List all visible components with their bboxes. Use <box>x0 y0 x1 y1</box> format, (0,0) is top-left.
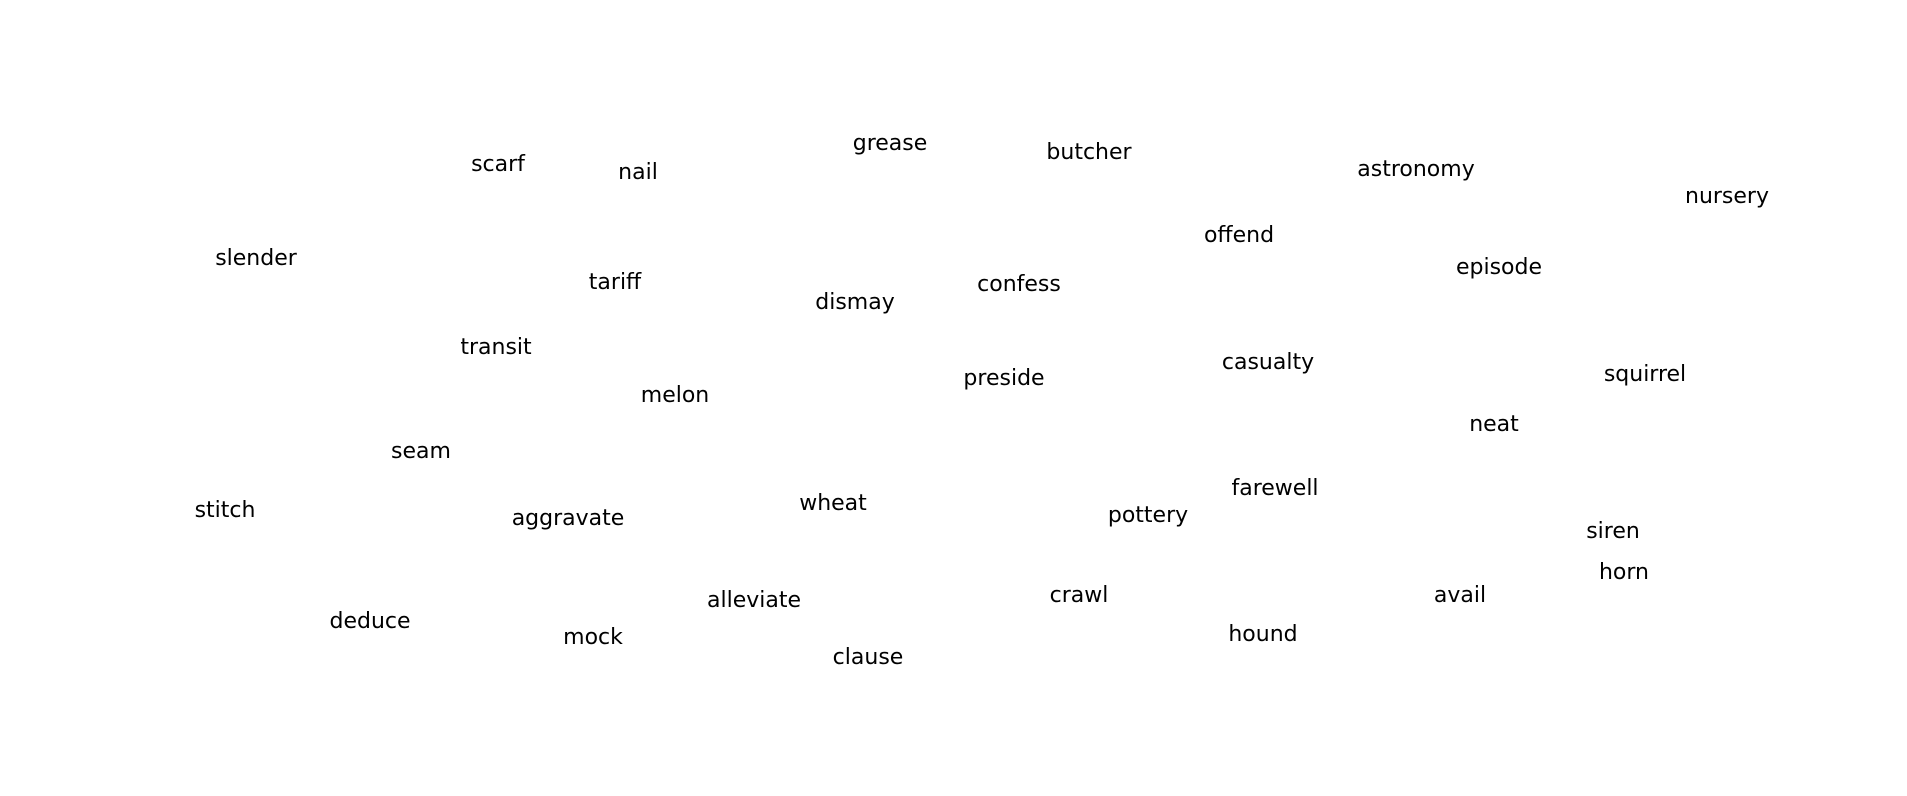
word-dismay: dismay <box>815 290 895 315</box>
word-grease: grease <box>852 131 928 156</box>
word-butcher: butcher <box>1046 140 1132 165</box>
word-crawl: crawl <box>1049 583 1109 608</box>
word-avail: avail <box>1433 583 1487 608</box>
word-deduce: deduce <box>329 609 411 634</box>
word-preside: preside <box>963 366 1045 391</box>
word-confess: confess <box>977 272 1061 297</box>
word-alleviate: alleviate <box>706 588 802 613</box>
word-neat: neat <box>1469 412 1519 437</box>
word-tariff: tariff <box>588 270 642 295</box>
word-episode: episode <box>1455 255 1543 280</box>
word-transit: transit <box>460 335 532 360</box>
word-clause: clause <box>832 645 904 670</box>
word-siren: siren <box>1586 519 1640 544</box>
word-squirrel: squirrel <box>1603 362 1687 387</box>
word-farewell: farewell <box>1231 476 1319 501</box>
word-pottery: pottery <box>1107 503 1189 528</box>
word-melon: melon <box>640 383 710 408</box>
word-scarf: scarf <box>471 152 525 177</box>
word-slender: slender <box>215 246 297 271</box>
word-wheat: wheat <box>799 491 867 516</box>
word-offend: offend <box>1203 223 1275 248</box>
word-hound: hound <box>1228 622 1298 647</box>
word-seam: seam <box>391 439 451 464</box>
word-nail: nail <box>618 160 658 185</box>
word-aggravate: aggravate <box>511 506 625 531</box>
word-stitch: stitch <box>194 498 256 523</box>
word-mock: mock <box>563 625 623 650</box>
word-horn: horn <box>1598 560 1650 585</box>
word-astronomy: astronomy <box>1357 157 1475 182</box>
word-casualty: casualty <box>1221 350 1315 375</box>
word-nursery: nursery <box>1685 184 1769 209</box>
